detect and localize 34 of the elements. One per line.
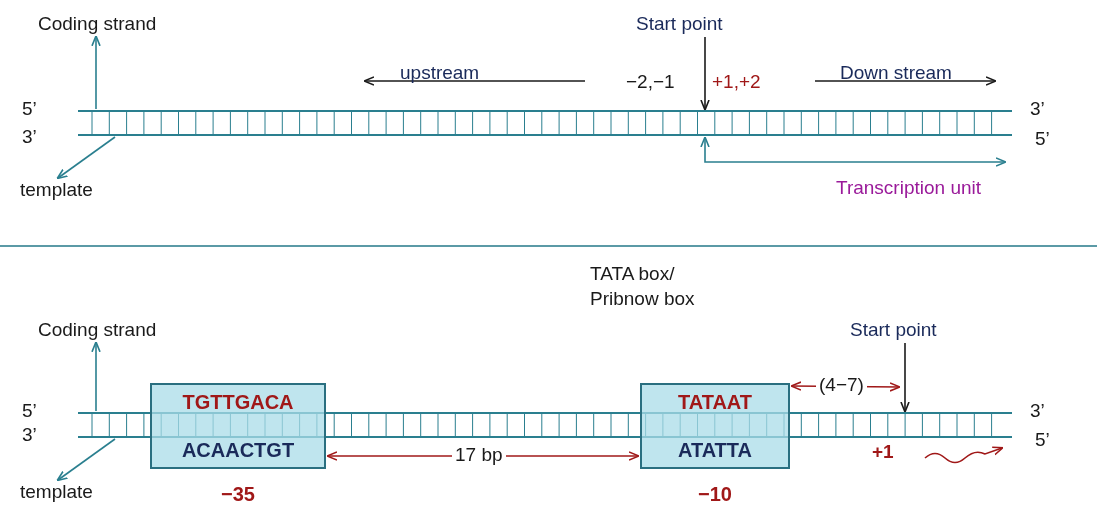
- region-label: TATA box/ Pribnow box: [590, 262, 696, 311]
- sequence-text: ATATTA: [676, 439, 753, 462]
- position-number: −35: [220, 483, 256, 506]
- arrow: [56, 438, 116, 482]
- position-number: −10: [697, 483, 733, 506]
- direction-label: upstream: [400, 63, 480, 84]
- arrow: [91, 35, 101, 110]
- text-label: Start point: [850, 320, 937, 341]
- position-label: +1,+2: [712, 72, 761, 93]
- text-label: Coding strand: [38, 320, 157, 341]
- position-label: +1: [872, 442, 894, 463]
- strand-end-label: 5’: [1035, 430, 1050, 451]
- text-label: Coding strand: [38, 14, 157, 35]
- sequence-text: TATAAT: [676, 391, 753, 414]
- strand-end-label: 3’: [1030, 401, 1045, 422]
- strand-end-label: 3’: [22, 425, 37, 446]
- dna-double-strand-drawing: [77, 110, 1013, 136]
- text-label: Start point: [636, 14, 723, 35]
- sequence-text: TGTTGACA: [181, 391, 295, 414]
- strand-end-label: 3’: [1030, 99, 1045, 120]
- arrow: [700, 36, 710, 111]
- sequence-text: ACAACTGT: [180, 439, 296, 462]
- direction-label: Down stream: [840, 63, 952, 84]
- text-label: template: [20, 180, 93, 201]
- arrow: [56, 136, 116, 180]
- region-label: Transcription unit: [836, 178, 982, 199]
- strand-end-label: 5’: [22, 99, 37, 120]
- text-label: template: [20, 482, 93, 503]
- arrow: [91, 341, 101, 412]
- position-label: −2,−1: [626, 72, 675, 93]
- strand-end-label: 3’: [22, 127, 37, 148]
- strand-end-label: 5’: [22, 401, 37, 422]
- strand-end-label: 5’: [1035, 129, 1050, 150]
- arrow: [900, 342, 910, 413]
